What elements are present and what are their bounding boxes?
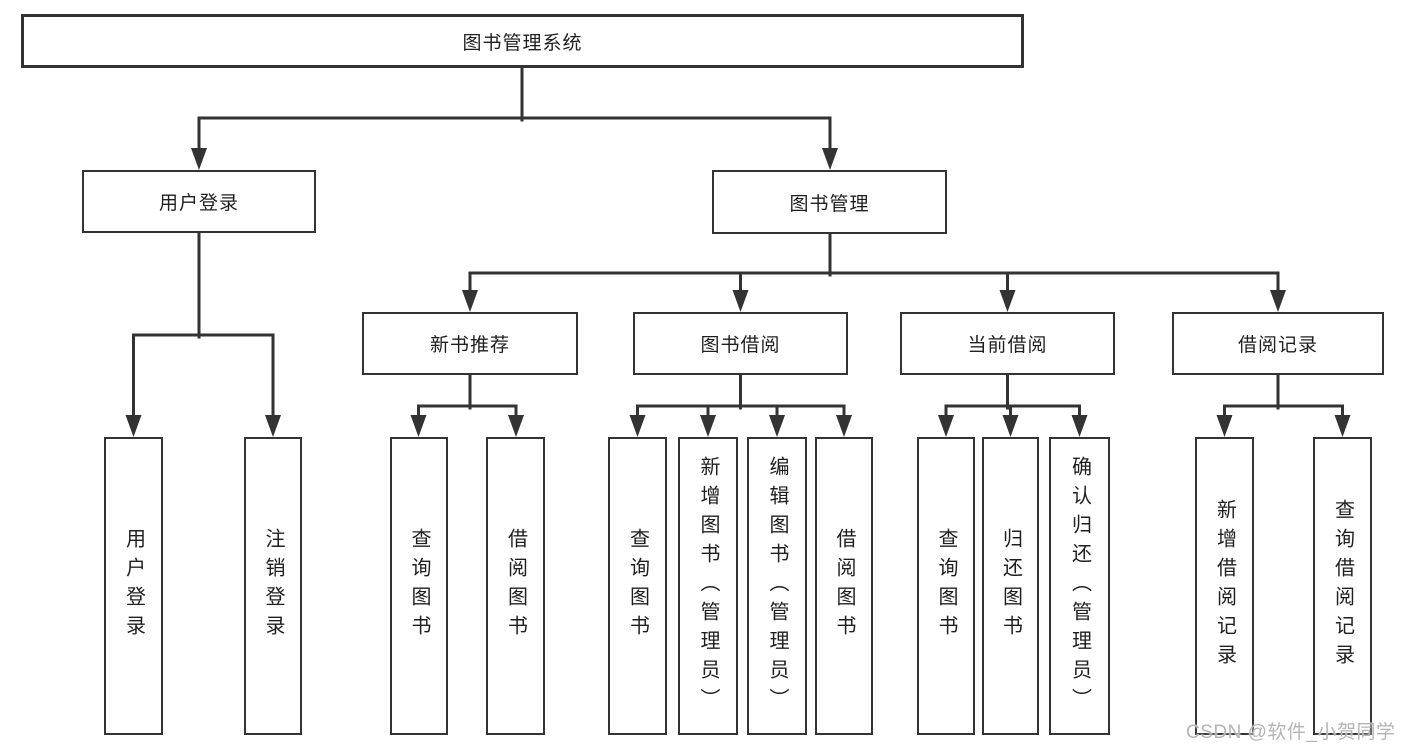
leaf-current-return: 归还图书 xyxy=(982,437,1039,735)
node-root-system: 图书管理系统 xyxy=(21,14,1024,68)
csdn-watermark: CSDN @软件_小贺同学 xyxy=(1186,722,1396,743)
leaf-borrow-query: 查询图书 xyxy=(608,437,667,735)
node-borrow-records: 借阅记录 xyxy=(1172,312,1384,375)
leaf-current-query: 查询图书 xyxy=(917,437,975,735)
node-label: 新书推荐 xyxy=(429,335,510,356)
leaf-label: 查询图书 xyxy=(935,528,957,644)
leaf-label: 查询图书 xyxy=(626,528,649,644)
leaf-records-query: 查询借阅记录 xyxy=(1313,437,1372,735)
leaf-user-login: 用户登录 xyxy=(104,437,163,735)
node-new-book-rec: 新书推荐 xyxy=(362,312,578,375)
leaf-label: 新增图书（管理员） xyxy=(697,455,719,717)
leaf-borrow-edit-admin: 编辑图书（管理员） xyxy=(747,437,807,735)
node-label: 图书借阅 xyxy=(700,335,781,356)
leaf-borrow-borrow: 借阅图书 xyxy=(815,437,873,735)
node-user-login-branch: 用户登录 xyxy=(82,170,316,233)
leaf-label: 查询借阅记录 xyxy=(1331,499,1354,673)
leaf-borrow-add-admin: 新增图书（管理员） xyxy=(678,437,738,735)
leaf-label: 查询图书 xyxy=(408,528,430,644)
node-book-borrow: 图书借阅 xyxy=(633,312,848,375)
leaf-newbook-query: 查询图书 xyxy=(390,437,448,735)
leaf-label: 注销登录 xyxy=(262,528,284,644)
leaf-logout: 注销登录 xyxy=(244,437,302,735)
leaf-label: 编辑图书（管理员） xyxy=(766,455,788,717)
node-label: 用户登录 xyxy=(158,193,239,214)
leaf-label: 借阅图书 xyxy=(833,528,855,644)
node-label: 当前借阅 xyxy=(967,335,1048,356)
leaf-label: 借阅图书 xyxy=(504,528,527,644)
leaf-newbook-borrow: 借阅图书 xyxy=(486,437,545,735)
leaf-label: 确认归还（管理员） xyxy=(1068,455,1091,717)
leaf-current-confirm-admin: 确认归还（管理员） xyxy=(1049,437,1110,735)
leaf-label: 用户登录 xyxy=(122,528,145,644)
leaf-label: 归还图书 xyxy=(999,528,1022,644)
leaf-label: 新增借阅记录 xyxy=(1213,499,1236,673)
leaf-records-add: 新增借阅记录 xyxy=(1195,437,1254,735)
node-label: 借阅记录 xyxy=(1237,335,1318,356)
node-root-label: 图书管理系统 xyxy=(462,32,583,54)
node-book-mgmt-branch: 图书管理 xyxy=(712,170,947,234)
node-label: 图书管理 xyxy=(789,193,870,215)
node-current-borrow: 当前借阅 xyxy=(900,312,1115,375)
